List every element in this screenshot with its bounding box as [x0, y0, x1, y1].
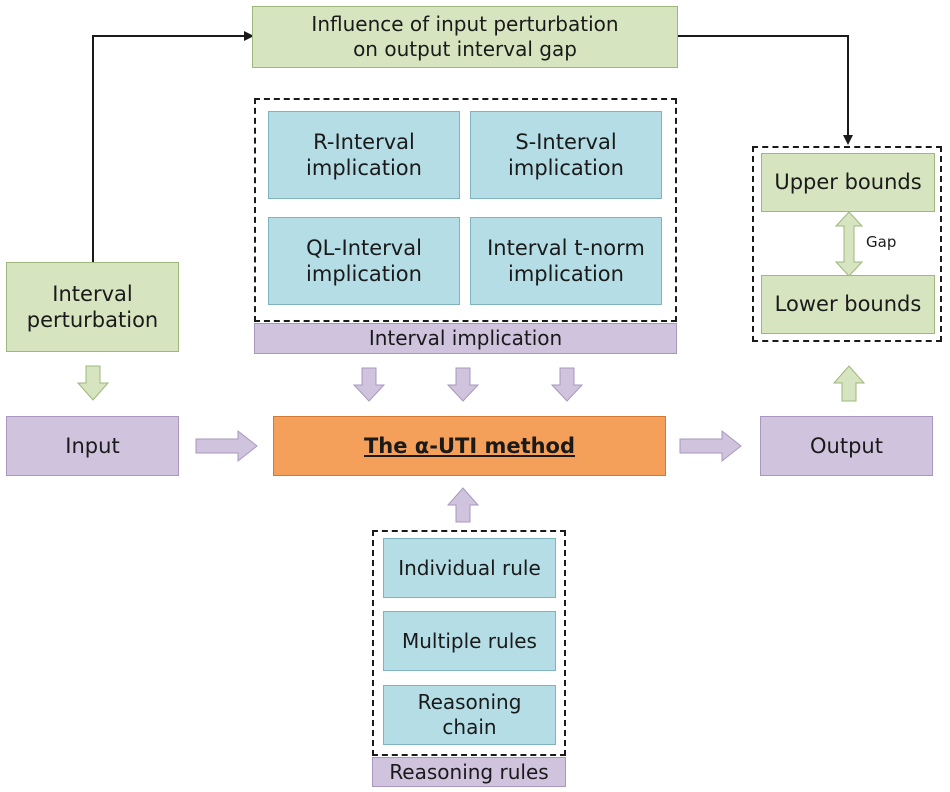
- lower-bounds-label: Lower bounds: [774, 292, 922, 317]
- multiple-rules-label: Multiple rules: [402, 628, 537, 653]
- connector-influence-to-bounds: [678, 35, 853, 145]
- interval-implication-group: [254, 98, 677, 322]
- arrow-method-to-output: [679, 429, 742, 463]
- ql-interval-implication-label: QL-Interval implication: [306, 235, 422, 286]
- interval-perturbation-label: Interval perturbation: [26, 281, 159, 332]
- interval-perturbation-box: Interval perturbation: [6, 262, 179, 352]
- input-box: Input: [6, 416, 179, 476]
- interval-implication-caption: Interval implication: [254, 323, 677, 354]
- arrow-reasoning-to-method: [446, 487, 480, 523]
- arrow-perturbation-to-input: [76, 365, 110, 401]
- reasoning-rules-caption-label: Reasoning rules: [389, 759, 549, 784]
- upper-bounds-label: Upper bounds: [774, 170, 922, 195]
- arrow-implication-to-method-2: [446, 367, 480, 402]
- reasoning-rules-group: [372, 530, 566, 756]
- interval-tnorm-implication-box: Interval t-norm implication: [470, 217, 662, 305]
- ql-interval-implication-box: QL-Interval implication: [268, 217, 460, 305]
- upper-bounds-box: Upper bounds: [761, 153, 935, 212]
- reasoning-chain-label: Reasoning chain: [417, 690, 522, 739]
- lower-bounds-box: Lower bounds: [761, 275, 935, 334]
- influence-box: Influence of input perturbation on outpu…: [252, 6, 678, 68]
- arrow-implication-to-method-3: [550, 367, 584, 402]
- method-box: The α-UTI method: [273, 416, 666, 476]
- output-box: Output: [760, 416, 933, 476]
- s-interval-implication-box: S-Interval implication: [470, 111, 662, 199]
- s-interval-implication-label: S-Interval implication: [508, 129, 624, 180]
- connector-perturbation-to-influence: [92, 31, 254, 262]
- bounds-group: [752, 146, 942, 342]
- gap-double-arrow: [834, 211, 864, 277]
- arrow-input-to-method: [195, 429, 258, 463]
- interval-tnorm-implication-label: Interval t-norm implication: [487, 235, 645, 286]
- r-interval-implication-label: R-Interval implication: [306, 129, 422, 180]
- individual-rule-label: Individual rule: [398, 555, 541, 580]
- input-label: Input: [65, 433, 120, 458]
- method-label: The α-UTI method: [363, 433, 576, 458]
- interval-implication-caption-label: Interval implication: [368, 326, 563, 350]
- arrow-output-to-bounds: [832, 365, 866, 402]
- influence-label: Influence of input perturbation on outpu…: [311, 12, 619, 61]
- gap-label: Gap: [866, 233, 897, 251]
- output-label: Output: [810, 433, 883, 458]
- individual-rule-box: Individual rule: [383, 538, 556, 598]
- reasoning-rules-caption: Reasoning rules: [372, 757, 566, 787]
- arrow-implication-to-method-1: [352, 367, 386, 402]
- r-interval-implication-box: R-Interval implication: [268, 111, 460, 199]
- multiple-rules-box: Multiple rules: [383, 611, 556, 671]
- reasoning-chain-box: Reasoning chain: [383, 685, 556, 745]
